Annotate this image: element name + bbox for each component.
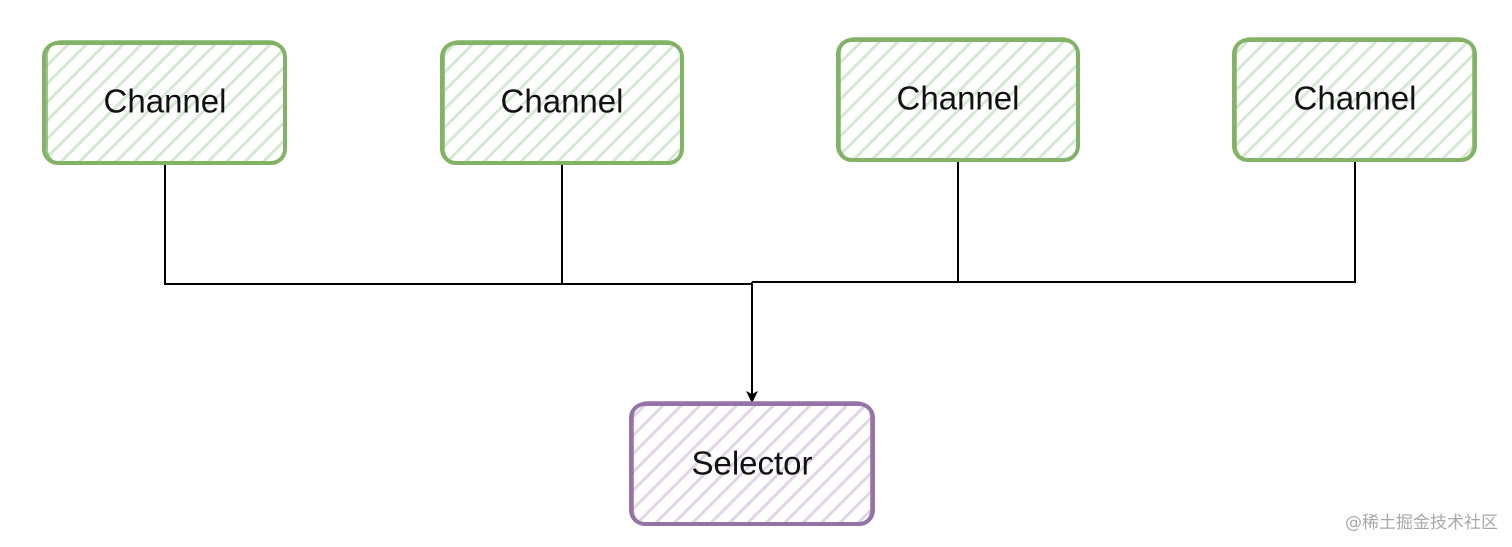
channel-node-3: Channel [836,37,1080,162]
connector-channel-3 [752,160,959,283]
connector-channel-4 [958,160,1356,283]
connectors [164,160,1356,403]
selector-label: Selector [691,445,812,482]
selector-node: Selector [629,401,875,526]
channel-node-1: Channel [42,40,287,165]
channel-label: Channel [501,83,624,120]
channel-node-2: Channel [440,40,684,165]
channel-label: Channel [1294,80,1417,117]
channel-label: Channel [897,80,1020,117]
channel-label: Channel [104,83,227,120]
connector-channel-1 [164,162,562,285]
connector-channel-2 [561,162,752,285]
channel-node-4: Channel [1232,37,1477,162]
watermark-text: @稀土掘金技术社区 [1345,513,1498,533]
